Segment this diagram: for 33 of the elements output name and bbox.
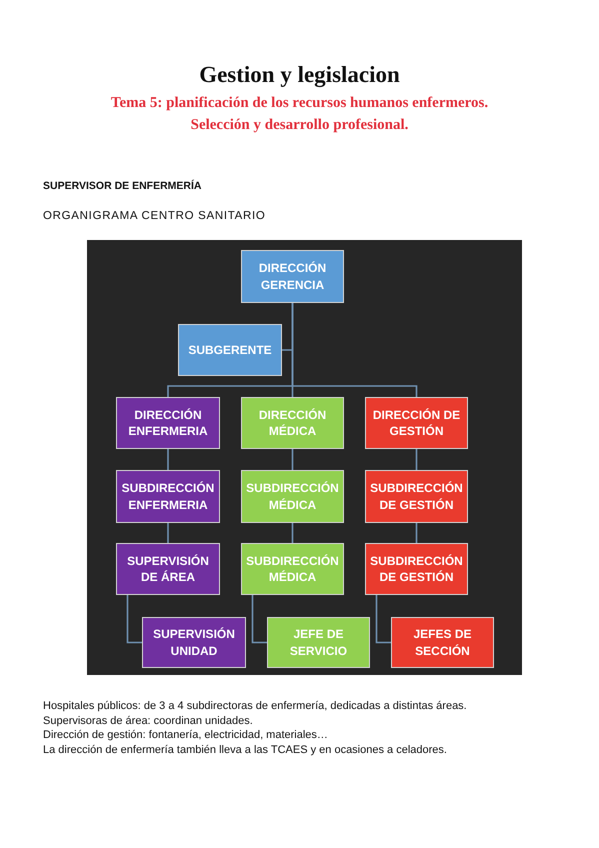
subtitle: Selección y desarrollo profesional.: [190, 116, 410, 135]
org-chart-box: SUBDIRECCIÓN DE GESTIÓN: [365, 470, 468, 523]
org-chart-box: SUPERVISIÓN DE ÁREA: [116, 543, 220, 595]
page-title: Gestion y legislacion: [198, 61, 401, 89]
note-text: Dirección de gestión: fontanería, electricidad, materiales…: [43, 728, 328, 742]
org-chart-box: SUBDIRECCIÓN DE GESTIÓN: [365, 543, 468, 595]
connector-line: [416, 523, 418, 543]
note-text: Hospitales públicos: de 3 a 4 subdirectoras de enfermería, dedicadas a distintas áreas.: [43, 699, 467, 714]
org-chart-box: DIRECCIÓN MÉDICA: [241, 397, 344, 449]
connector-line: [376, 595, 391, 644]
connector-line: [292, 523, 294, 543]
note-text: Supervisoras de área: coordinan unidades.: [43, 714, 253, 728]
subtitle: Tema 5: planificación de los recursos humanos enfermeros.: [110, 94, 490, 113]
org-chart-box: DIRECCIÓN ENFERMERIA: [116, 397, 220, 449]
section-heading: SUPERVISOR DE ENFERMERÍA: [43, 180, 202, 194]
org-chart-box: SUBGERENTE: [178, 324, 282, 376]
org-chart-box: SUBDIRECCIÓN ENFERMERIA: [116, 470, 220, 523]
note-text: La dirección de enfermería también lleva a las TCAES y en ocasiones a celadores.: [43, 742, 447, 757]
connector-line: [252, 595, 267, 644]
org-chart-box: JEFES DE SECCIÓN: [391, 617, 494, 668]
connector-line: [292, 449, 294, 470]
org-chart-box: DIRECCIÓN GERENCIA: [241, 250, 344, 303]
connector-line: [167, 449, 169, 470]
connector-line: [292, 303, 418, 397]
org-chart-box: SUBDIRECCIÓN MÉDICA: [241, 470, 344, 523]
org-chart-box: JEFE DE SERVICIO: [267, 617, 370, 668]
chart-heading: ORGANIGRAMA CENTRO SANITARIO: [43, 209, 266, 224]
connector-line: [126, 595, 142, 644]
connector-line: [167, 523, 169, 543]
connector-line: [416, 449, 418, 470]
org-chart-box: SUPERVISIÓN UNIDAD: [142, 617, 246, 668]
org-chart-box: SUBDIRECCIÓN MÉDICA: [241, 543, 344, 595]
org-chart-box: DIRECCIÓN DE GESTIÓN: [365, 397, 468, 449]
